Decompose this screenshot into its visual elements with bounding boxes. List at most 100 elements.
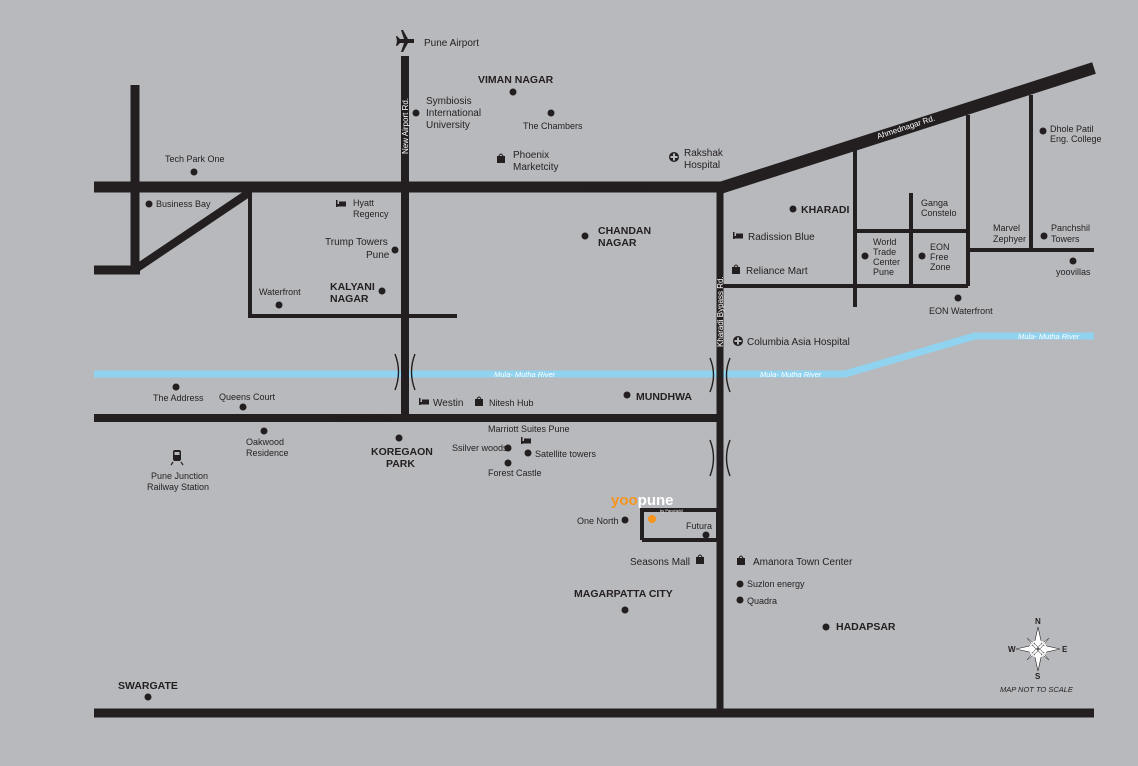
hotel-icon [419,398,429,405]
marker-yoovillas [1069,257,1077,265]
label-eon-waterfront: EON Waterfront [929,306,993,316]
label-wtc-3: Center [873,257,900,267]
area-mundhwa: MUNDHWA [636,391,692,403]
road-label-north-main: North Main Road [334,414,394,423]
compass-n: N [1035,617,1041,626]
label-trump-2: Pune [366,250,390,261]
marker-hadapsar [822,623,830,631]
hospital-icon [733,336,743,346]
marker-magarpatta [621,606,629,614]
airplane-icon [396,30,414,52]
area-kalyani-1: KALYANI [330,281,375,293]
label-panchshil-1: Panchshil [1051,223,1090,233]
river-label-east: Mula- Mutha River [1018,332,1080,341]
brand-part1: yoo [611,492,638,509]
marker-the-address [172,383,180,391]
area-kalyani-2: NAGAR [330,293,369,305]
marker-symbiosis [412,109,420,117]
label-wtc-2: Trade [873,247,896,257]
road-label-kharadi-bypass: Kharadi Bypass Rd. [716,276,725,347]
label-yoovillas: yoovillas [1056,267,1091,277]
river-label-mid: Mula- Mutha River [760,370,822,379]
marker-chandan-nagar [581,232,589,240]
label-dhole-1: Dhole Patil [1050,124,1094,134]
label-columbia: Columbia Asia Hospital [747,337,850,348]
label-ganga-2: Constelo [921,208,957,218]
label-amanora: Amanora Town Center [753,557,853,568]
label-seasons-mall: Seasons Mall [630,557,690,568]
label-marriott: Marriott Suites Pune [488,424,570,434]
area-koregaon-1: KOREGAON [371,446,433,458]
label-reliance: Reliance Mart [746,266,808,277]
marker-suzlon [736,580,744,588]
shopping-bag-icon [497,153,505,163]
label-hyatt-2: Regency [353,209,389,219]
ahmednagar-road-diagonal [718,62,1096,194]
brand-part2: pune [638,492,674,509]
river-label-west: Mula- Mutha River [494,370,556,379]
label-futura: Futura [686,521,712,531]
label-phoenix-2: Marketcity [513,162,559,173]
marker-the-chambers [547,109,555,117]
road-label-ahmednagar: Ahmednagar Rd. [586,184,646,193]
compass-w: W [1008,645,1016,654]
mula-mutha-river [94,332,1094,378]
marker-kharadi [789,205,797,213]
shopping-bag-icon [475,396,483,406]
label-westin: Westin [433,398,463,409]
marker-ssilver-woods [504,444,512,452]
marker-satellite-towers [524,449,532,457]
hotel-icon [733,232,743,239]
marker-yoopune [648,515,656,523]
label-queens-court: Queens Court [219,392,276,402]
label-marvel-1: Marvel [993,223,1020,233]
west-diagonal-road [134,188,253,272]
label-tech-park-one: Tech Park One [165,154,225,164]
marker-one-north [621,516,629,524]
label-wtc-4: Pune [873,267,894,277]
label-oakwood-2: Residence [246,448,289,458]
marker-swargate [144,693,152,701]
label-symbiosis-2: International [426,108,481,119]
label-eon-free-3: Zone [930,262,951,272]
area-hadapsar: HADAPSAR [836,621,896,633]
marker-eon-waterfront [954,294,962,302]
road-network [94,56,1096,718]
label-radisson: Radission Blue [748,232,815,243]
area-chandan-2: NAGAR [598,237,637,249]
hotel-icon [521,437,531,444]
label-suzlon: Suzlon energy [747,579,805,589]
marker-forest-castle [504,459,512,467]
label-symbiosis-1: Symbiosis [426,96,472,107]
label-dhole-2: Eng. College [1050,134,1102,144]
hotel-icon [336,200,346,207]
label-eon-free-1: EON [930,242,950,252]
hospital-icon [669,152,679,162]
label-waterfront: Waterfront [259,287,301,297]
area-viman-nagar: VIMAN NAGAR [478,74,554,86]
label-hyatt-1: Hyatt [353,198,375,208]
label-pune-junction-2: Railway Station [147,482,209,492]
marker-kalyani-nagar [378,287,386,295]
label-marvel-2: Zephyer [993,234,1026,244]
label-rakshak-2: Hospital [684,160,720,171]
label-the-address: The Address [153,393,204,403]
compass-icon [1015,626,1061,672]
marker-eon-free-zone [918,252,926,260]
label-ssilver-woods: Ssilver woods [452,443,508,453]
shopping-bag-icon [696,554,704,564]
label-oakwood-1: Oakwood [246,437,284,447]
label-panchshil-2: Towers [1051,234,1080,244]
marker-wtc [861,252,869,260]
road-label-new-airport: New Airport Rd. [401,98,410,154]
compass-s: S [1035,672,1041,681]
label-the-chambers: The Chambers [523,121,583,131]
label-pune-airport: Pune Airport [424,38,479,49]
label-business-bay: Business Bay [156,199,211,209]
area-chandan-1: CHANDAN [598,225,651,237]
marker-oakwood [260,427,268,435]
marker-queens-court [239,403,247,411]
area-kharadi: KHARADI [801,204,849,216]
